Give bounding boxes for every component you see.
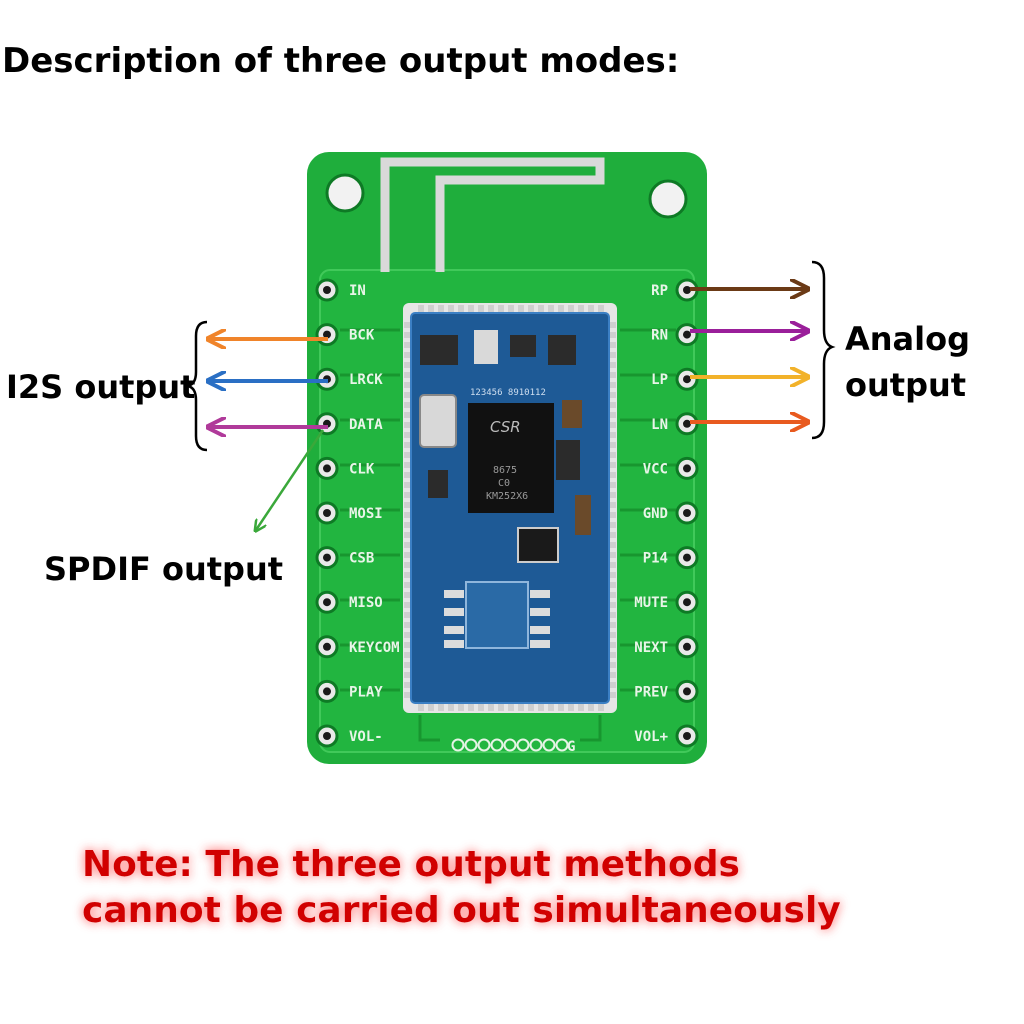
antenna-trace — [380, 157, 605, 272]
diagram-title: Description of three output modes: — [2, 41, 679, 81]
left-pin-label: MISO — [349, 595, 383, 611]
right-pin-label: P14 — [643, 551, 668, 567]
bottom-pad — [503, 738, 517, 752]
left-pin-label: BCK — [349, 328, 375, 344]
bottom-pad — [529, 738, 543, 752]
left-pin: CSB — [315, 546, 374, 570]
chip-line-4: KM252X6 — [486, 491, 528, 502]
right-pin-label: VCC — [643, 461, 668, 477]
smd-component — [562, 400, 582, 428]
left-header-pins: IN BCK LRCK DATA CLK MOSI CSB MISO KEYCOM PLAY VOL… — [315, 278, 400, 748]
note-line-2: cannot be carried out simultaneously — [82, 890, 841, 931]
right-pin: VOL+ — [634, 724, 699, 748]
main-chip — [468, 403, 554, 513]
note-line-1: Note: The three output methods — [82, 844, 740, 885]
left-pin-label: LRCK — [349, 372, 383, 388]
smd-component — [428, 470, 448, 498]
mounting-hole-left — [325, 173, 365, 213]
right-pin: PREV — [634, 679, 699, 703]
left-pin-label: IN — [349, 283, 366, 299]
right-pin-label: GND — [643, 506, 668, 522]
left-pin: PLAY — [315, 679, 383, 703]
left-pin: CLK — [315, 456, 375, 480]
left-pin: KEYCOM — [315, 635, 400, 659]
bottom-pad-row — [451, 738, 569, 752]
crystal-component — [419, 394, 457, 448]
left-pin-label: CLK — [349, 461, 375, 477]
module-highlight — [410, 312, 610, 704]
analog-brace — [811, 260, 836, 440]
right-pin-label: VOL+ — [634, 729, 668, 745]
right-pin: MUTE — [634, 590, 699, 614]
right-pin-label: RP — [651, 283, 668, 299]
chip-line-3: C0 — [498, 478, 510, 489]
right-pin: RN — [651, 323, 699, 347]
left-pin-label: VOL- — [349, 729, 383, 745]
right-pin-label: PREV — [634, 684, 668, 700]
bottom-pad — [490, 738, 504, 752]
spdif-arrow — [256, 429, 325, 530]
flash-chip — [465, 581, 529, 649]
right-pin: GND — [643, 501, 699, 525]
bottom-pad — [464, 738, 478, 752]
warning-note: Note: The three output methods cannot be… — [82, 844, 841, 931]
smd-component — [420, 335, 458, 365]
bottom-pad — [555, 738, 569, 752]
bottom-pad — [516, 738, 530, 752]
analog-arrows — [690, 289, 806, 422]
smd-component — [474, 330, 498, 364]
smd-component — [575, 495, 591, 535]
bluetooth-module: CSR 8675 C0 KM252X6 123456 8910112 — [403, 303, 617, 713]
left-pin-label: KEYCOM — [349, 640, 400, 656]
left-pin-label: CSB — [349, 551, 374, 567]
right-pin-label: RN — [651, 328, 668, 344]
module-pads — [404, 305, 616, 711]
bottom-pad — [477, 738, 491, 752]
left-pin: VOL- — [315, 724, 383, 748]
module-code: 123456 8910112 — [470, 388, 546, 398]
chip-line-2: 8675 — [493, 465, 517, 476]
bottom-pad-label: G — [567, 739, 575, 755]
left-pin: DATA — [315, 412, 383, 436]
smd-component — [548, 335, 576, 365]
bottom-pad — [451, 738, 465, 752]
right-pin-label: MUTE — [634, 595, 668, 611]
analog-label-line2: output — [845, 366, 966, 404]
left-pin-label: DATA — [349, 417, 383, 433]
i2s-label: I2S output — [6, 368, 195, 406]
smd-component — [556, 440, 580, 480]
right-pin: VCC — [643, 456, 699, 480]
left-pin: MISO — [315, 590, 383, 614]
pcb-traces — [340, 328, 676, 742]
smd-component — [517, 527, 559, 563]
analog-label-line1: Analog — [845, 320, 970, 358]
right-pin: P14 — [643, 546, 699, 570]
bottom-pad — [542, 738, 556, 752]
right-pin-label: NEXT — [634, 640, 668, 656]
spdif-label: SPDIF output — [44, 550, 283, 588]
right-pin-label: LN — [651, 417, 668, 433]
chip-brand: CSR — [490, 418, 521, 436]
left-pin-label: PLAY — [349, 684, 383, 700]
smd-component — [510, 335, 536, 357]
left-pin: MOSI — [315, 501, 383, 525]
flash-chip-legs — [444, 590, 550, 648]
right-pin-label: LP — [651, 372, 668, 388]
i2s-arrows — [210, 339, 328, 427]
i2s-brace — [187, 320, 208, 452]
right-pin: LP — [651, 367, 699, 391]
right-pin: RP — [651, 278, 699, 302]
left-pin-label: MOSI — [349, 506, 383, 522]
right-pin: NEXT — [634, 635, 699, 659]
mounting-hole-right — [648, 179, 688, 219]
left-pin: IN — [315, 278, 366, 302]
